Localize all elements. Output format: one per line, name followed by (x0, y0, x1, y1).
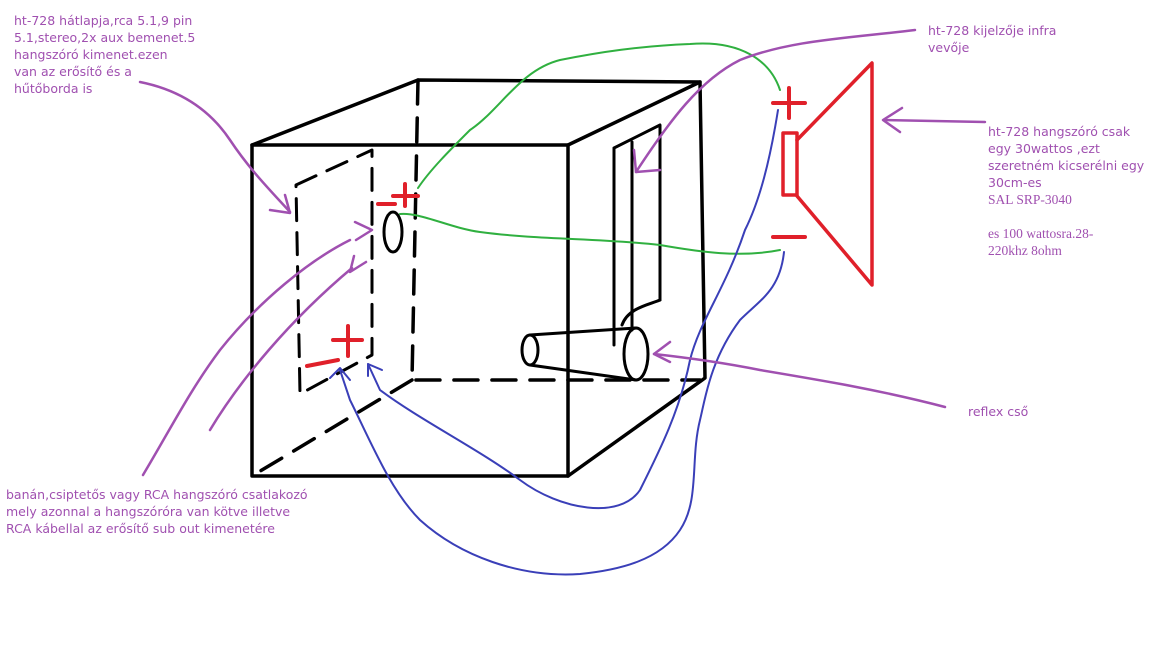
reflex-tube-outer-end (622, 326, 650, 382)
polarity-marks (305, 86, 807, 368)
terminal-plus-icon (391, 182, 420, 208)
speaker-note-model: SAL SRP-3040 (988, 192, 1072, 207)
cube-top-edges (250, 78, 702, 147)
reflex-note: reflex cső (968, 404, 1029, 419)
external-wires (329, 109, 785, 576)
back-minus-icon (305, 358, 340, 368)
arrow-speaker (883, 118, 987, 124)
display-ir-note: ht-728 kijelzője infra vevője (928, 23, 1057, 55)
speaker-driver (781, 61, 874, 287)
arrowhead-display (632, 148, 662, 174)
speaker-cone (795, 61, 874, 287)
arrow-display (634, 28, 917, 174)
arrowhead-back-plus (367, 363, 383, 377)
wire-minus-external (339, 251, 785, 576)
speaker-note-specs: es 100 wattosra.28- 220khz 8ohm (988, 226, 1094, 258)
speaker-note: ht-728 hangszóró csak egy 30wattos ,ezt … (988, 106, 1148, 259)
annotation-arrows (138, 28, 987, 477)
cube-right-edges (566, 80, 707, 478)
speaker-magnet (781, 131, 799, 197)
reflex-tube-inner-end (520, 333, 540, 367)
back-panel-outline (294, 148, 374, 396)
wire-plus-external (367, 109, 779, 510)
back-plus-icon (331, 324, 364, 358)
arrowhead-speaker (881, 106, 904, 134)
internal-wires (399, 42, 781, 255)
arrowhead-reflex (652, 340, 672, 364)
arrowhead-connector-lower (348, 254, 368, 274)
speaker-plus-icon (771, 86, 807, 120)
speaker-note-intro: ht-728 hangszóró csak egy 30wattos ,ezt … (988, 124, 1145, 190)
arrowhead-back-panel (268, 193, 292, 215)
arrow-connector-lower (208, 266, 354, 432)
cube-front-face (250, 143, 570, 478)
arrow-reflex (652, 352, 947, 409)
wire-plus-internal (417, 42, 781, 189)
enclosure-cube (250, 78, 707, 478)
wire-minus-internal (399, 212, 781, 255)
reflex-tube (520, 326, 650, 382)
terminal-hole (382, 210, 404, 254)
arrow-back-panel (138, 80, 292, 214)
arrowhead-back-minus (329, 367, 351, 381)
arrowhead-connector-upper (353, 220, 374, 242)
connector-note: banán,csiptetős vagy RCA hangszóró csatl… (6, 487, 308, 536)
display-window (612, 123, 662, 347)
display-window-bottom (620, 298, 662, 327)
arrow-connector (141, 238, 352, 477)
back-panel-note: ht-728 hátlapja,rca 5.1,9 pin 5.1,stereo… (14, 13, 196, 96)
cube-hidden-edges (250, 78, 702, 478)
